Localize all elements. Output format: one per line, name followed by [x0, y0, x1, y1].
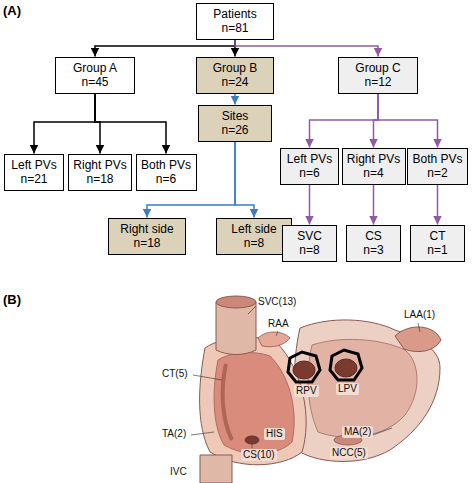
process-box: Both PVsn=6	[136, 154, 197, 191]
flow-arrow	[95, 40, 235, 57]
process-box: Left PVsn=6	[280, 148, 339, 185]
process-box: SVCn=8	[282, 225, 337, 262]
box-count: n=6	[299, 166, 319, 180]
flow-arrow	[234, 94, 236, 105]
ablation-ring	[330, 350, 362, 380]
flow-arrow	[309, 185, 311, 225]
left-atrium	[294, 320, 440, 462]
box-title: Left PVs	[11, 158, 56, 172]
anatomy-label: IVC	[170, 466, 187, 478]
box-count: n=81	[221, 21, 248, 35]
box-count: n=1	[427, 243, 447, 257]
left-atrial-appendage	[395, 327, 441, 352]
flow-arrow	[310, 94, 379, 148]
process-box: CTn=1	[410, 225, 465, 262]
left-atrium-cavity	[308, 339, 417, 437]
box-count: n=6	[156, 172, 176, 186]
box-count: n=8	[244, 236, 264, 250]
box-count: n=24	[221, 75, 248, 89]
box-title: Left side	[231, 222, 276, 236]
leader-line	[370, 428, 392, 436]
process-box: Group An=45	[55, 57, 135, 94]
process-box: Both PVsn=2	[407, 148, 468, 185]
anatomy-label: CT(5)	[162, 368, 188, 380]
box-title: Group C	[355, 61, 400, 75]
flow-arrow	[34, 94, 95, 154]
right-atrium-cavity	[214, 353, 294, 454]
box-count: n=18	[86, 172, 113, 186]
flow-arrow	[378, 94, 438, 148]
left-pulmonary-vein	[335, 359, 357, 377]
process-box: Sitesn=26	[198, 105, 272, 142]
box-title: SVC	[297, 229, 322, 243]
process-box: Left PVsn=21	[4, 154, 64, 191]
flow-arrow	[437, 185, 439, 225]
box-count: n=12	[364, 75, 391, 89]
anatomy-label: HIS	[264, 428, 285, 440]
box-count: n=45	[81, 75, 108, 89]
flow-arrow	[235, 40, 378, 57]
flow-arrow	[95, 94, 166, 154]
box-title: Group B	[213, 61, 258, 75]
process-box: Right PVsn=4	[342, 148, 406, 185]
anatomy-label: MA(2)	[342, 426, 373, 438]
box-count: n=3	[363, 243, 383, 257]
box-count: n=2	[427, 166, 447, 180]
box-title: Patients	[213, 7, 256, 21]
ablation-ring	[288, 352, 320, 382]
process-box: Patientsn=81	[196, 3, 274, 40]
right-atrial-appendage	[258, 332, 290, 347]
box-title: Right side	[120, 222, 173, 236]
box-title: Right PVs	[73, 158, 126, 172]
anatomy-label: CS(10)	[241, 449, 277, 461]
leader-line	[252, 444, 253, 448]
crista-terminalis	[223, 364, 232, 440]
panel-letter: (B)	[3, 292, 21, 308]
anatomy-label: NCC(5)	[330, 447, 368, 459]
process-box: Group Cn=12	[338, 57, 418, 94]
flow-arrow	[373, 185, 375, 225]
box-count: n=26	[221, 123, 248, 137]
box-count: n=4	[363, 166, 383, 180]
superior-vena-cava	[216, 302, 256, 355]
leader-line	[191, 432, 214, 435]
flow-arrow	[235, 142, 254, 218]
box-title: Right PVs	[347, 152, 400, 166]
panel-letter: (A)	[3, 3, 21, 19]
leader-line	[193, 375, 222, 380]
leader-line	[248, 306, 256, 314]
right-pulmonary-vein	[293, 361, 315, 379]
process-box: Right siden=18	[108, 218, 186, 255]
svc-opening	[216, 296, 256, 308]
leader-line	[418, 323, 420, 332]
anatomy-label: TA(2)	[162, 428, 186, 440]
box-title: Both PVs	[412, 152, 462, 166]
anatomy-label: RPV	[294, 385, 319, 397]
inferior-vena-cava	[200, 455, 232, 483]
coronary-sinus-ostium	[245, 436, 259, 444]
box-title: Group A	[73, 61, 117, 75]
box-title: Both PVs	[141, 158, 191, 172]
box-count: n=21	[20, 172, 47, 186]
box-title: Left PVs	[287, 152, 332, 166]
process-box: Group Bn=24	[196, 57, 274, 94]
box-title: CT	[430, 229, 446, 243]
box-title: Sites	[222, 109, 249, 123]
box-count: n=8	[299, 243, 319, 257]
process-box: CSn=3	[346, 225, 401, 262]
anatomy-label: LAA(1)	[404, 309, 435, 321]
process-box: Left siden=8	[216, 218, 292, 255]
leader-line	[276, 331, 278, 336]
anatomy-label: LPV	[336, 383, 359, 395]
box-count: n=18	[133, 236, 160, 250]
anatomy-label: RAA	[268, 318, 289, 330]
box-title: CS	[365, 229, 382, 243]
process-box: Right PVsn=18	[68, 154, 132, 191]
anatomy-label: SVC(13)	[258, 296, 296, 308]
